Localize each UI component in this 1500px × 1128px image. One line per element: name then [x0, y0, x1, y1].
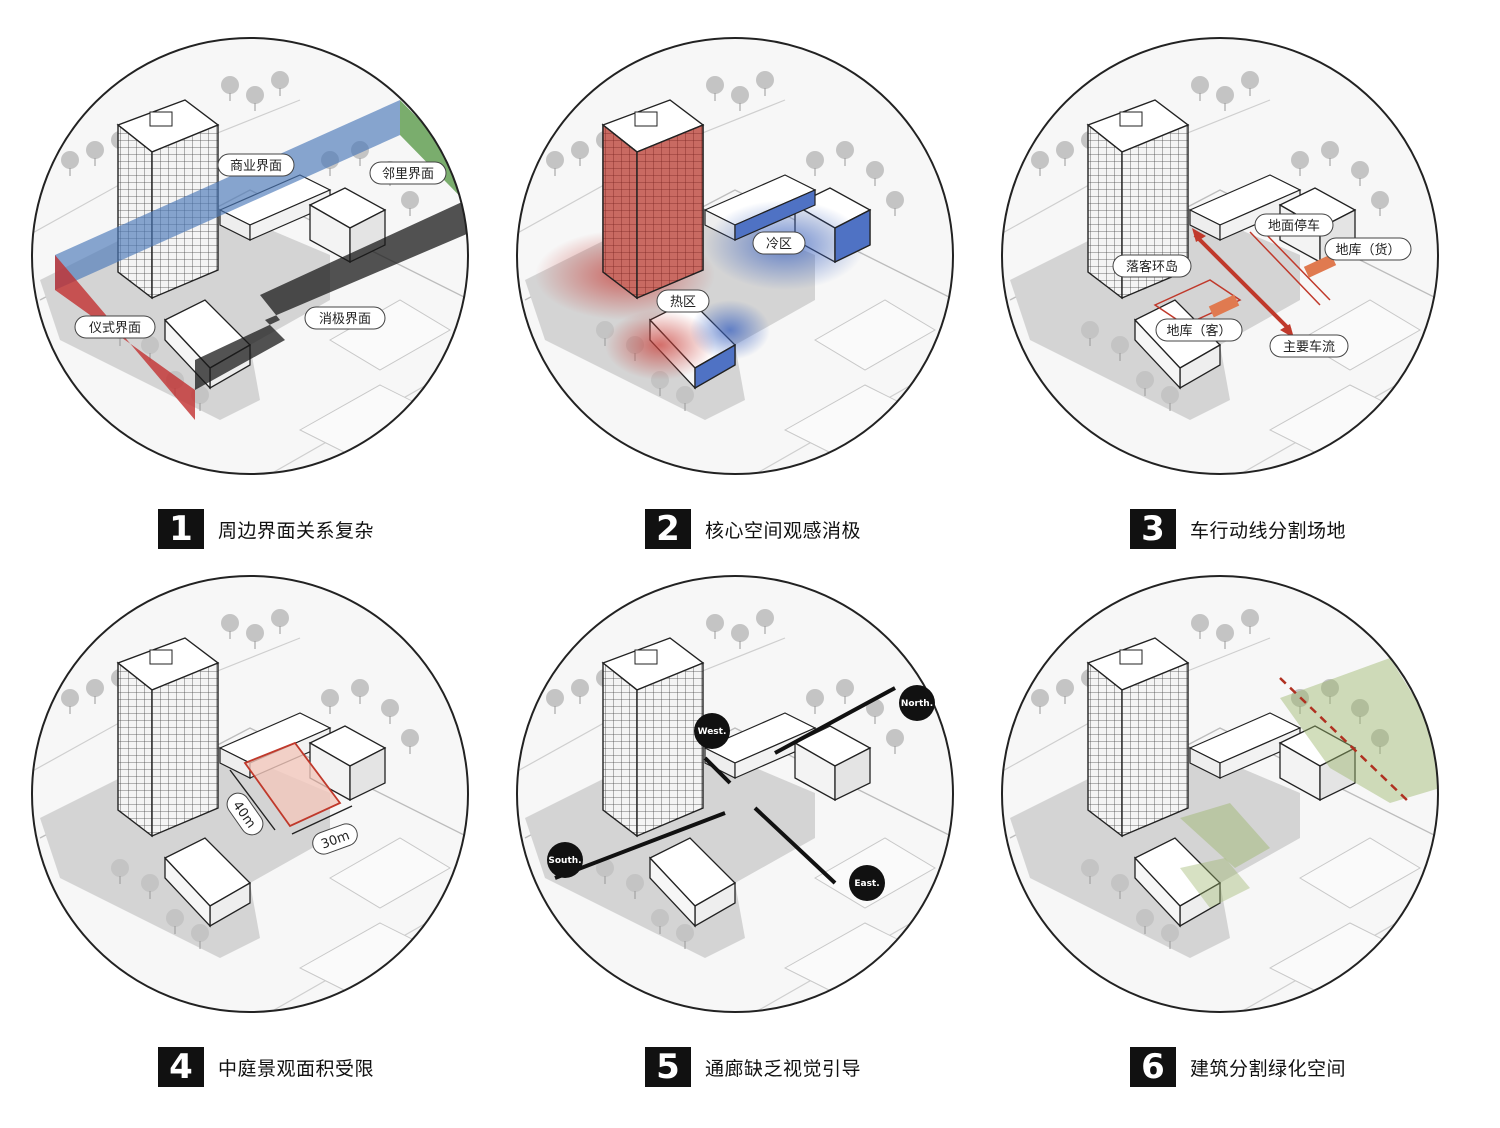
- garage-guest-ramp: [1208, 294, 1240, 318]
- garage-goods-ramp: [1303, 254, 1337, 278]
- tower-hot: [602, 123, 638, 300]
- caption-6: 6 建筑分割绿化空间: [1130, 1047, 1346, 1087]
- label-hot: 热区: [656, 289, 710, 313]
- split-line: [1279, 677, 1411, 804]
- panel-5: North. West. South. East. 5 通廊缺乏视觉引导: [485, 538, 985, 1102]
- panel-2: 冷区 热区 2 核心空间观感消极: [485, 0, 985, 564]
- caption-3: 3 车行动线分割场地: [1130, 509, 1346, 549]
- dimension-line-40: [229, 769, 276, 831]
- caption-title: 中庭景观面积受限: [218, 1057, 375, 1080]
- caption-number: 2: [645, 509, 691, 549]
- svg-text:消极界面: 消极界面: [319, 312, 371, 327]
- panel-2-circle: [516, 37, 954, 475]
- svg-text:邻里界面: 邻里界面: [382, 167, 434, 182]
- panel-1-diagram: 商业界面 邻里界面 仪式界面 消极界面: [31, 37, 469, 475]
- hot-zone: [605, 310, 715, 380]
- panel-2-diagram: 冷区 热区: [516, 37, 954, 475]
- caption-title: 核心空间观感消极: [705, 519, 862, 542]
- label-ceremonial: 仪式界面: [74, 315, 156, 339]
- marker-south: South.: [547, 842, 583, 878]
- caption-5: 5 通廊缺乏视觉引导: [645, 1047, 861, 1087]
- caption-4: 4 中庭景观面积受限: [158, 1047, 374, 1087]
- panel-4: 40m 30m 4 中庭景观面积受限: [0, 538, 500, 1102]
- svg-text:South.: South.: [548, 856, 581, 866]
- cold-zone: [690, 300, 770, 360]
- panel-3: 地面停车 地库（货） 落客环岛 地库（客） 主要车流 3 车行动线分割场地: [970, 0, 1470, 564]
- panel-5-diagram: North. West. South. East.: [516, 575, 954, 1013]
- svg-text:热区: 热区: [670, 295, 696, 310]
- caption-title: 建筑分割绿化空间: [1190, 1057, 1347, 1080]
- label-commercial: 商业界面: [217, 153, 295, 177]
- cube-cold: [834, 208, 871, 264]
- svg-text:冷区: 冷区: [766, 237, 792, 252]
- main-traffic-arrowhead: [1192, 228, 1206, 242]
- axis-south: [554, 811, 726, 880]
- svg-text:地库（货）: 地库（货）: [1335, 242, 1400, 258]
- green-zone: [1180, 803, 1270, 868]
- label-dropoff: 落客环岛: [1112, 254, 1192, 278]
- svg-text:仪式界面: 仪式界面: [89, 321, 141, 336]
- axis-west: [703, 756, 732, 785]
- courtyard-area: [243, 741, 342, 828]
- ground-parking-route: [1249, 231, 1321, 306]
- tower-hot: [636, 123, 704, 300]
- panel-1-circle: [31, 37, 469, 475]
- caption-title: 周边界面关系复杂: [218, 519, 375, 542]
- panel-6-diagram: [1001, 575, 1439, 1013]
- svg-text:North.: North.: [901, 699, 933, 709]
- label-dim-30: 30m: [312, 823, 358, 855]
- panel-6: 6 建筑分割绿化空间: [970, 538, 1470, 1102]
- svg-text:商业界面: 商业界面: [230, 159, 282, 174]
- marker-east: East.: [849, 865, 885, 901]
- marker-north: North.: [899, 685, 935, 721]
- corridor-cold: [734, 189, 816, 241]
- caption-1: 1 周边界面关系复杂: [158, 509, 374, 549]
- panel-3-diagram: 地面停车 地库（货） 落客环岛 地库（客） 主要车流: [1001, 37, 1439, 475]
- caption-title: 车行动线分割场地: [1190, 519, 1347, 542]
- svg-text:West.: West.: [698, 727, 727, 737]
- label-neighbor: 邻里界面: [369, 161, 447, 185]
- axis-east: [753, 806, 837, 885]
- caption-number: 6: [1130, 1047, 1176, 1087]
- axis-north: [774, 686, 896, 755]
- svg-text:地库（客）: 地库（客）: [1166, 323, 1231, 339]
- panel-6-circle: [1001, 575, 1439, 1013]
- panel-3-circle: [1001, 37, 1439, 475]
- label-ground-parking: 地面停车: [1254, 213, 1334, 237]
- caption-number: 1: [158, 509, 204, 549]
- main-traffic-arrow: [1193, 233, 1292, 332]
- ground-parking-route: [1259, 227, 1331, 301]
- panel-5-circle: [516, 575, 954, 1013]
- panel-4-diagram: 40m 30m: [31, 575, 469, 1013]
- svg-text:落客环岛: 落客环岛: [1126, 259, 1178, 275]
- caption-number: 5: [645, 1047, 691, 1087]
- dropoff-loop: [1153, 279, 1242, 326]
- caption-2: 2 核心空间观感消极: [645, 509, 861, 549]
- commercial-interface-band: [55, 100, 400, 290]
- green-zone: [1280, 658, 1438, 803]
- block-cold: [694, 343, 736, 390]
- caption-number: 4: [158, 1047, 204, 1087]
- label-cold: 冷区: [752, 231, 806, 255]
- panel-4-circle: [31, 575, 469, 1013]
- label-passive: 消极界面: [304, 306, 386, 330]
- label-main-traffic: 主要车流: [1269, 334, 1349, 358]
- svg-text:主要车流: 主要车流: [1283, 339, 1335, 355]
- green-zone: [1180, 858, 1250, 908]
- passive-interface-band: [195, 190, 468, 390]
- caption-number: 3: [1130, 509, 1176, 549]
- dimension-line-30: [291, 805, 353, 835]
- svg-text:地面停车: 地面停车: [1268, 218, 1320, 234]
- marker-west: West.: [694, 713, 730, 749]
- caption-title: 通廊缺乏视觉引导: [705, 1057, 862, 1080]
- panel-1: 商业界面 邻里界面 仪式界面 消极界面 1 周边界面关系复杂: [0, 0, 500, 564]
- label-garage-guest: 地库（客）: [1155, 318, 1243, 342]
- label-garage-goods: 地库（货）: [1324, 237, 1412, 261]
- svg-text:East.: East.: [854, 879, 879, 889]
